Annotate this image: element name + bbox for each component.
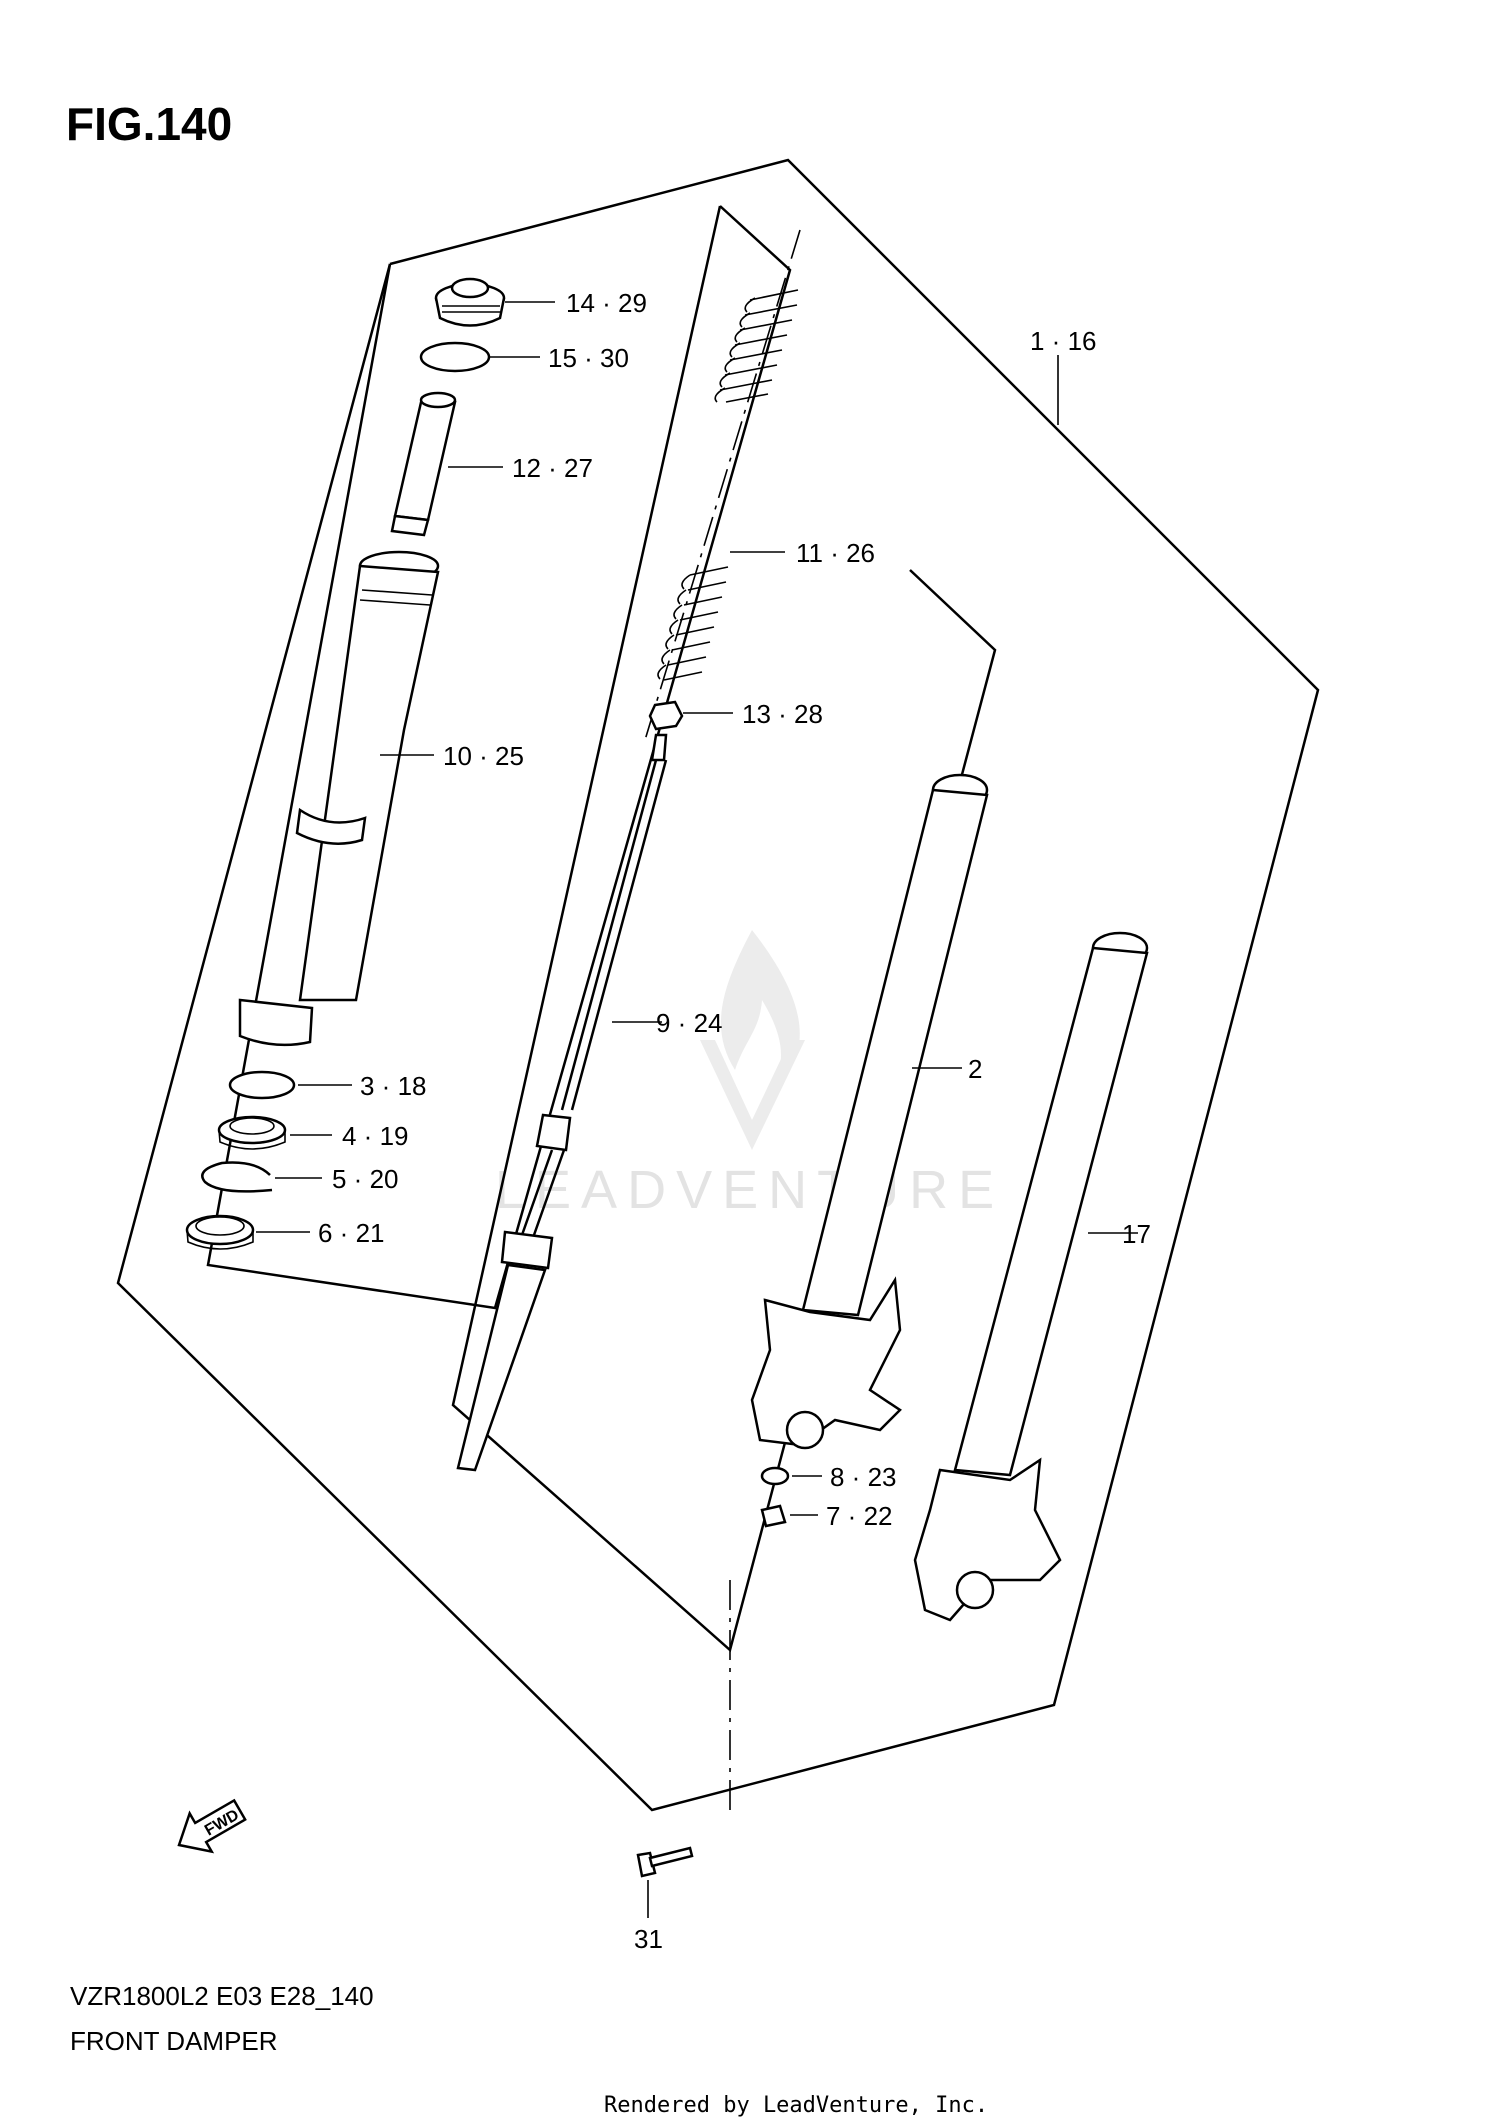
callout-15-30: 15 · 30 [548, 343, 629, 373]
callout-31: 31 [634, 1924, 663, 1954]
figure-title: FIG.140 [66, 98, 232, 150]
outline-assembly-1-16 [116, 158, 1320, 1812]
callout-10-25: 10 · 25 [443, 741, 524, 771]
part-cap-bolt [434, 277, 506, 327]
part-oil-seal [217, 1115, 287, 1150]
callout-9-24: 9 · 24 [656, 1008, 723, 1038]
part-stopper-ring [201, 1161, 273, 1193]
outline-group-10-25 [206, 205, 792, 1310]
part-o-ring [419, 341, 491, 373]
figure-name: FRONT DAMPER [70, 2026, 278, 2056]
part-bolt-31 [636, 1846, 694, 1878]
forward-arrow-icon: FWD [177, 1798, 247, 1854]
centerline-spring [644, 229, 801, 741]
callout-5-20: 5 · 20 [332, 1164, 399, 1194]
callout-6-21: 6 · 21 [318, 1218, 385, 1248]
callout-4-19: 4 · 19 [342, 1121, 409, 1151]
part-springs [657, 289, 799, 681]
callout-12-27: 12 · 27 [512, 453, 593, 483]
callout-2: 2 [968, 1054, 982, 1084]
part-gasket [760, 1466, 790, 1486]
part-damper-rod [456, 733, 668, 1472]
callout-13-28: 13 · 28 [742, 699, 823, 729]
part-outer-tube [238, 550, 440, 1047]
leadventure-flame-logo [700, 930, 805, 1150]
leader-lines [256, 301, 1138, 1918]
part-ring-3 [228, 1070, 296, 1100]
part-inner-tube-2 [750, 773, 989, 1450]
callout-11-26: 11 · 26 [796, 538, 875, 568]
callout-7-22: 7 · 22 [826, 1501, 893, 1531]
part-dust-seal [185, 1214, 255, 1250]
callout-3-18: 3 · 18 [360, 1071, 427, 1101]
part-drain-bolt [760, 1504, 787, 1528]
part-inner-tube-17 [913, 931, 1149, 1622]
watermark: LEADVENTURE [495, 930, 1004, 1220]
callout-1-16: 1 · 16 [1030, 326, 1097, 356]
model-code: VZR1800L2 E03 E28_140 [70, 1981, 374, 2011]
callout-8-23: 8 · 23 [830, 1462, 897, 1492]
part-nut [648, 700, 684, 731]
callout-17: 17 [1122, 1219, 1151, 1249]
watermark-text: LEADVENTURE [495, 1160, 1004, 1220]
part-spacer [390, 391, 457, 537]
callout-14-29: 14 · 29 [566, 288, 647, 318]
render-credit: Rendered by LeadVenture, Inc. [604, 2093, 988, 2118]
